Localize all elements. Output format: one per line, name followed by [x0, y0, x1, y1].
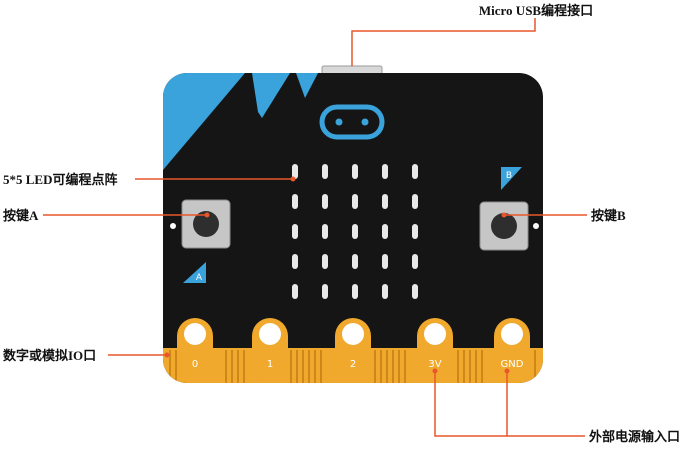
pin-gnd-pad[interactable] [494, 318, 530, 383]
led-callout-label: 5*5 LED可编程点阵 [3, 172, 117, 187]
led [352, 164, 358, 179]
pin-3v-label: 3V [428, 359, 441, 370]
led [352, 194, 358, 209]
button-b-letter: B [506, 171, 512, 181]
led [352, 254, 358, 269]
led [412, 224, 418, 239]
usb-callout-line [351, 18, 536, 66]
pin-1-label: 1 [267, 359, 273, 370]
led-matrix [292, 164, 418, 299]
callout-endpoints [164, 176, 510, 374]
pin-1-pad[interactable] [252, 318, 288, 383]
blue-stripes [163, 73, 318, 170]
callout-lines [43, 18, 587, 437]
logo-eye-left [335, 118, 343, 126]
button-a-letter: A [196, 273, 203, 283]
led [292, 224, 298, 239]
logo-icon [319, 104, 385, 140]
led [322, 164, 328, 179]
logo-eye-right [361, 118, 369, 126]
led [382, 164, 388, 179]
power-callout-line [434, 371, 508, 437]
mount-hole-right [533, 223, 539, 229]
led [352, 224, 358, 239]
usb-callout-label: Micro USB编程接口 [479, 3, 593, 18]
led [322, 194, 328, 209]
button-a[interactable] [181, 199, 231, 249]
button-b-marker-icon [501, 167, 522, 190]
pin-2-label: 2 [350, 359, 356, 370]
io-callout-label: 数字或模拟IO口 [3, 348, 96, 363]
pin-3v-pad[interactable] [417, 318, 453, 383]
edge-connector-ridges [169, 350, 536, 383]
led [412, 194, 418, 209]
led [412, 284, 418, 299]
led [352, 284, 358, 299]
pin-gnd-label: GND [501, 359, 524, 370]
led [322, 224, 328, 239]
led [412, 254, 418, 269]
led [382, 224, 388, 239]
power-callout-label: 外部电源输入口 [588, 429, 680, 444]
led [292, 254, 298, 269]
pin-0-label: 0 [192, 359, 198, 370]
led [292, 194, 298, 209]
mount-hole-left [170, 223, 176, 229]
button-b[interactable] [479, 201, 529, 251]
led [292, 164, 298, 179]
button-b-cap [491, 213, 517, 239]
led [382, 194, 388, 209]
led [412, 164, 418, 179]
button-a-callout-label: 按键A [3, 208, 39, 223]
button-a-cap [193, 211, 219, 237]
led [382, 284, 388, 299]
pin-2-pad[interactable] [335, 318, 371, 383]
led [322, 284, 328, 299]
button-a-marker-icon [183, 262, 206, 283]
button-b-callout-label: 按键B [591, 208, 626, 223]
led [382, 254, 388, 269]
led [322, 254, 328, 269]
led [292, 284, 298, 299]
pin-0-pad[interactable] [177, 318, 213, 383]
